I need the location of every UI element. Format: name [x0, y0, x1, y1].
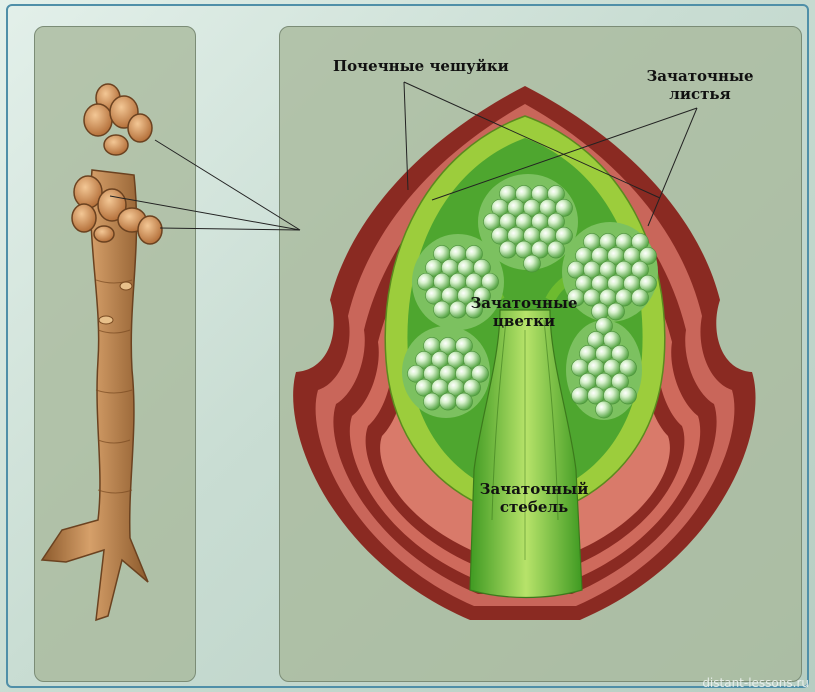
- flower-bud: [434, 301, 451, 318]
- flower-bud: [620, 387, 637, 404]
- flower-bud: [608, 303, 625, 320]
- flower-bud: [596, 401, 613, 418]
- flower-bud: [632, 289, 649, 306]
- label-bud-scales: Почечные чешуйки: [333, 57, 509, 75]
- label-embryonic-flowers: Зачаточные цветки: [464, 294, 584, 330]
- label-embryonic-leaves: Зачаточные листья: [640, 67, 760, 103]
- label-embryonic-flowers-line1: Зачаточные: [464, 294, 584, 312]
- flower-bud: [456, 393, 473, 410]
- flower-bud: [548, 241, 565, 258]
- label-embryonic-leaves-line2: листья: [640, 85, 760, 103]
- flower-bud: [572, 387, 589, 404]
- flower-bud: [440, 393, 457, 410]
- label-embryonic-flowers-line2: цветки: [464, 312, 584, 330]
- flower-bud: [524, 255, 541, 272]
- label-embryonic-stem: Зачаточный стебель: [474, 480, 594, 516]
- label-embryonic-leaves-line1: Зачаточные: [640, 67, 760, 85]
- watermark: distant-lessons.ru: [702, 676, 809, 690]
- flower-bud: [500, 241, 517, 258]
- flower-bud: [424, 393, 441, 410]
- label-embryonic-stem-line1: Зачаточный: [474, 480, 594, 498]
- twig-buds: [72, 84, 162, 244]
- label-embryonic-stem-line2: стебель: [474, 498, 594, 516]
